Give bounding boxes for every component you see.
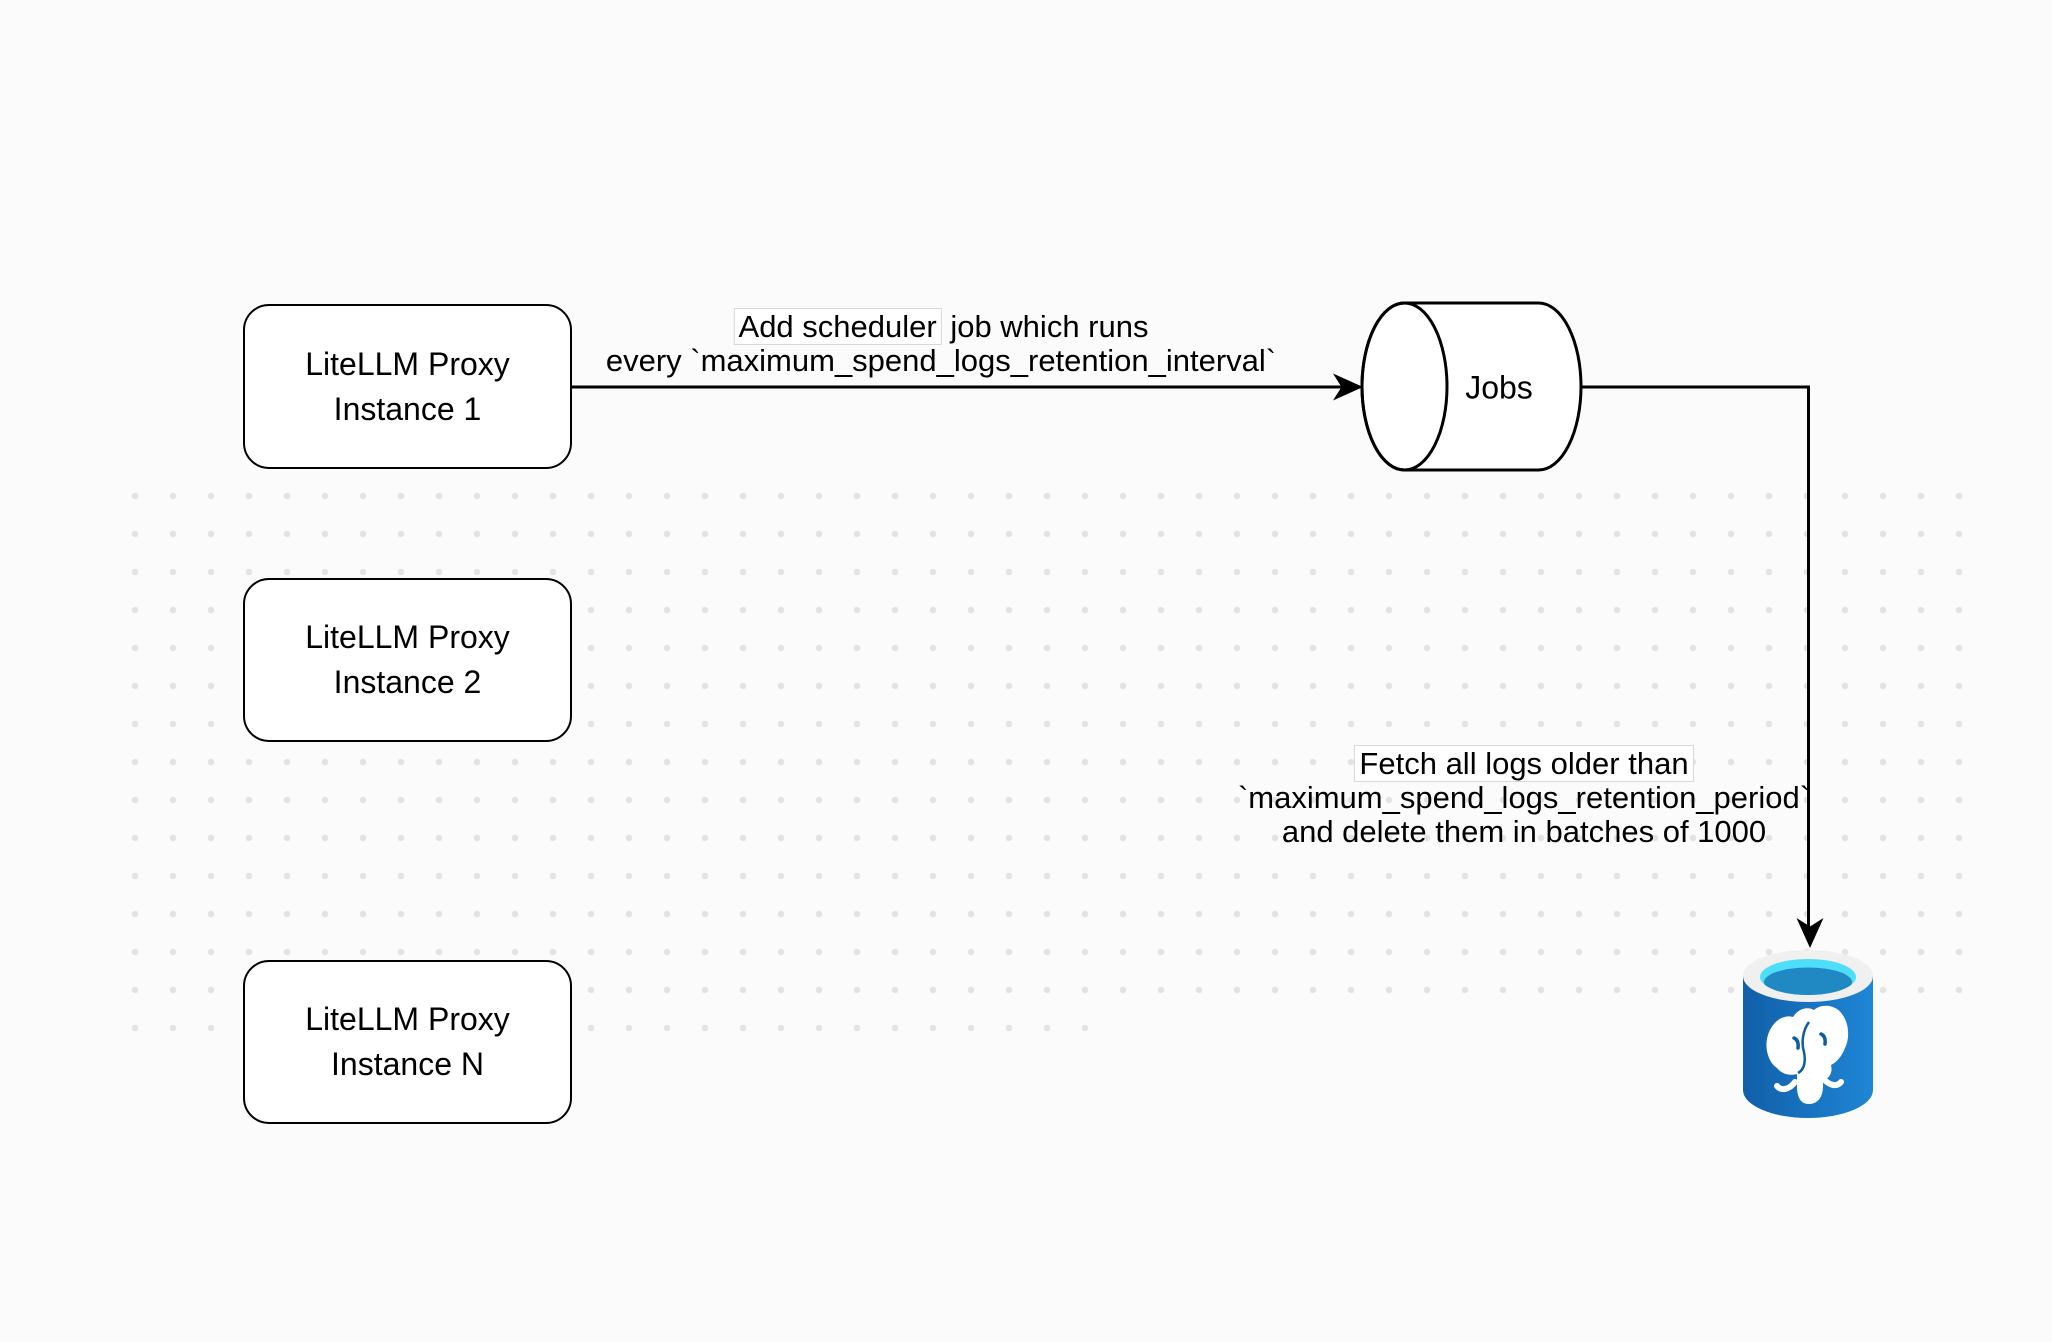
edge-label-fetch-highlight: Fetch all logs older than [1354, 745, 1694, 782]
node-litellm-proxy-instance-n: LiteLLM Proxy Instance N [243, 960, 572, 1124]
dot-grid-background [115, 476, 1978, 1009]
edge-label-scheduler-line2: every `maximum_spend_logs_retention_inte… [605, 343, 1277, 378]
postgres-elephant-logo [1766, 1005, 1849, 1104]
node-label-line2: Instance 2 [333, 664, 482, 700]
node-label-line1: LiteLLM Proxy [305, 619, 510, 655]
node-label-line2: Instance N [331, 1046, 484, 1082]
edge-label-scheduler: Add scheduler job which runs every `maxi… [605, 308, 1277, 378]
node-label-line1: LiteLLM Proxy [305, 345, 510, 382]
edge-label-fetch-delete: Fetch all logs older than `maximum_spend… [1237, 745, 1811, 849]
edge-label-scheduler-line1: Add scheduler job which runs [606, 308, 1276, 345]
node-litellm-proxy-instance-2: LiteLLM Proxy Instance 2 [243, 578, 572, 742]
edge-label-fetch-line2: `maximum_spend_logs_retention_period` [1237, 780, 1811, 815]
node-litellm-proxy-instance-1: LiteLLM Proxy Instance 1 [243, 304, 572, 469]
edge-label-scheduler-line1-rest: job which runs [941, 309, 1149, 344]
jobs-queue-label: Jobs [1465, 369, 1533, 406]
jobs-queue-cylinder [1360, 301, 1583, 472]
edge-label-scheduler-highlight: Add scheduler [733, 308, 942, 345]
node-label-line2: Instance 1 [333, 390, 482, 427]
node-label-line1: LiteLLM Proxy [305, 1001, 510, 1037]
edge-jobs-to-postgres-line [1581, 385, 1810, 927]
edge-label-fetch-line1: Fetch all logs older than [1238, 745, 1810, 782]
arrowhead-into-jobs-icon [1333, 373, 1363, 401]
postgresql-database-icon [1743, 950, 1873, 1118]
arrowhead-into-postgres-icon [1796, 918, 1824, 948]
edge-label-fetch-line3: and delete them in batches of 1000 [1281, 814, 1767, 849]
